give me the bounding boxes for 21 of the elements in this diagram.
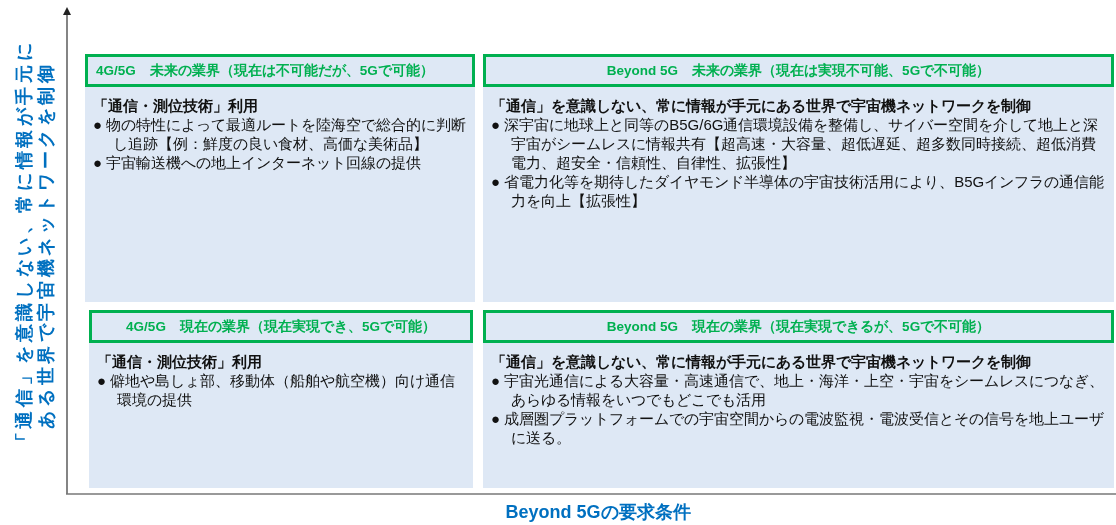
- bullet-item: ● 物の特性によって最適ルートを陸海空で総合的に判断し追跡【例：鮮度の良い食材、高価な美術品】: [93, 115, 468, 153]
- bullet-item: ● 宇宙輸送機への地上インターネット回線の提供: [93, 153, 423, 172]
- bullet-item: ● 省電力化等を期待したダイヤモンド半導体の宇宙技術活用により、B5Gインフラの通信能力を向上【拡張性】: [491, 172, 1106, 210]
- bullet-item: ● 僻地や島しょ部、移動体（船舶や航空機）向け通信環境の提供: [97, 371, 457, 409]
- quadrant-panel: [483, 310, 1114, 488]
- bullet-item: ● 成層圏プラットフォームでの宇宙空間からの電波監視・電波受信とその信号を地上ユーザに送る。: [491, 409, 1106, 447]
- panel-heading: 「通信」を意識しない、常に情報が手元にある世界で宇宙機ネットワークを制御: [491, 96, 1032, 115]
- header-box: Beyond 5G 未来の業界（現在は実現不可能、5Gで不可能）: [483, 54, 1114, 87]
- bullet-item: ● 宇宙光通信による大容量・高速通信で、地上・海洋・上空・宇宙をシームレスにつなぎ、あらゆる情報をいつでもどこでも活用: [491, 371, 1106, 409]
- axis-label: 「通信」を意識しない、常に情報が手元にある世界で宇宙機ネットワークを制御: [13, 38, 57, 453]
- panel-heading: 「通信・測位技術」利用: [93, 96, 259, 115]
- panel-heading: 「通信・測位技術」利用: [97, 352, 263, 371]
- bullet-item: ● 深宇宙に地球上と同等のB5G/6G通信環境設備を整備し、サイバー空間を介して地上と深宇宙がシームレスに情報共有【超高速・大容量、超低遅延、超多数同時接続、超低消費電力、超安全・信頼性、自律性、拡張性】: [491, 115, 1100, 172]
- header-box: 4G/5G 現在の業界（現在実現でき、5Gで可能）: [89, 310, 473, 343]
- quadrant-panel: [483, 54, 1114, 302]
- header-box: 4G/5G 未来の業界（現在は不可能だが、5Gで可能）: [85, 54, 475, 87]
- axis-label: Beyond 5Gの要求条件: [505, 501, 691, 524]
- panel-heading: 「通信」を意識しない、常に情報が手元にある世界で宇宙機ネットワークを制御: [491, 352, 1032, 371]
- header-box: Beyond 5G 現在の業界（現在実現できるが、5Gで不可能）: [483, 310, 1114, 343]
- quadrant-panel: [89, 310, 473, 488]
- quadrant-panel: [85, 54, 475, 302]
